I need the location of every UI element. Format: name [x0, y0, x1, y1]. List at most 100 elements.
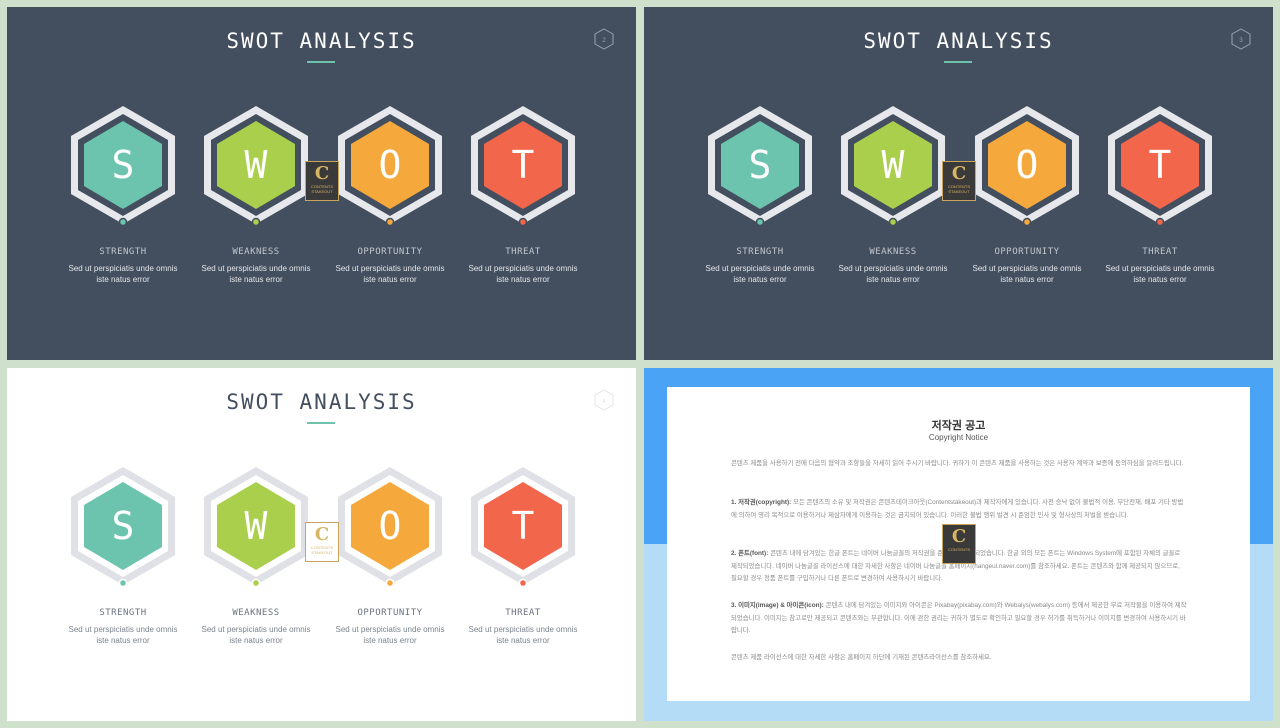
- swot-hexagon-weakness: W: [202, 104, 310, 226]
- description-line: iste natus error: [229, 636, 283, 645]
- swot-label: OPPORTUNITY: [357, 247, 423, 257]
- swot-label: STRENGTH: [736, 247, 784, 257]
- page-number: 2: [602, 38, 606, 44]
- slide-title: SWOT ANALYSIS: [226, 29, 417, 53]
- swot-description: Sed ut perspiciatis unde omnis iste natus…: [325, 624, 455, 646]
- page-number-badge: 2: [594, 28, 614, 50]
- swot-hexagon-opportunity: O: [336, 104, 444, 226]
- logo-text: CONTENTS: [311, 184, 333, 189]
- logo-letter: C: [314, 163, 330, 184]
- title-underline: [944, 61, 972, 63]
- paragraph-heading: 2. 폰트(font):: [731, 550, 769, 557]
- swot-description: Sed ut perspiciatis unde omnis iste natus…: [191, 624, 321, 646]
- swot-hexagon-threat: T: [1106, 104, 1214, 226]
- description-line: Sed ut perspiciatis unde omnis: [468, 625, 578, 634]
- swot-hexagon-opportunity: O: [973, 104, 1081, 226]
- swot-hexagon-strength: S: [69, 104, 177, 226]
- swot-letter: S: [111, 143, 135, 187]
- paragraph-heading: 1. 저작권(copyright):: [731, 499, 792, 506]
- description-line: Sed ut perspiciatis unde omnis: [838, 264, 948, 273]
- swot-letter: O: [378, 504, 402, 548]
- swot-label: WEAKNESS: [869, 247, 917, 257]
- description-line: iste natus error: [1000, 275, 1054, 284]
- description-line: Sed ut perspiciatis unde omnis: [1105, 264, 1215, 273]
- description-line: iste natus error: [496, 636, 550, 645]
- paragraph-heading: 3. 이미지(image) & 아이콘(icon):: [731, 602, 824, 609]
- swot-description: Sed ut perspiciatis unde omnis iste natus…: [962, 263, 1092, 285]
- swot-label: THREAT: [1142, 247, 1178, 257]
- paragraph-body: 콘텐츠 내에 담겨있는 이미지와 아이콘은 Pixabay(pixabay.co…: [731, 602, 1187, 634]
- swot-label: WEAKNESS: [232, 247, 280, 257]
- swot-label: STRENGTH: [99, 247, 147, 257]
- swot-hexagon-threat: T: [469, 104, 577, 226]
- notice-title: 저작권 공고: [931, 420, 986, 432]
- notice-intro: 콘텐츠 제품을 사용하기 전에 다음의 협약과 조항들을 자세히 읽어 주시기 …: [731, 460, 1184, 467]
- contents-logo: C CONTENTS: [942, 524, 976, 564]
- logo-text: CONTENTS: [948, 547, 970, 552]
- logo-text: CONTENTS: [948, 184, 970, 189]
- description-line: Sed ut perspiciatis unde omnis: [705, 264, 815, 273]
- description-line: iste natus error: [866, 275, 920, 284]
- slide-title: SWOT ANALYSIS: [226, 390, 417, 414]
- page-number-badge: 3: [1231, 28, 1251, 50]
- logo-text: STAKEOUT: [311, 550, 333, 555]
- description-line: Sed ut perspiciatis unde omnis: [68, 625, 178, 634]
- swot-hexagon-weakness: W: [202, 465, 310, 587]
- swot-letter: W: [244, 504, 268, 548]
- swot-hexagon-threat: T: [469, 465, 577, 587]
- swot-letter: T: [1148, 143, 1172, 187]
- swot-label: OPPORTUNITY: [357, 608, 423, 618]
- description-line: iste natus error: [363, 636, 417, 645]
- description-line: iste natus error: [1133, 275, 1187, 284]
- description-line: iste natus error: [496, 275, 550, 284]
- swot-description: Sed ut perspiciatis unde omnis iste natus…: [1095, 263, 1225, 285]
- swot-letter: S: [111, 504, 135, 548]
- swot-letter: O: [1015, 143, 1039, 187]
- description-line: Sed ut perspiciatis unde omnis: [335, 625, 445, 634]
- page-number-badge: 4: [594, 389, 614, 411]
- logo-letter: C: [951, 163, 967, 184]
- swot-description: Sed ut perspiciatis unde omnis iste natus…: [191, 263, 321, 285]
- swot-letter: W: [881, 143, 905, 187]
- swot-description: Sed ut perspiciatis unde omnis iste natus…: [828, 263, 958, 285]
- swot-letter: T: [511, 143, 535, 187]
- paragraph-body: 모든 콘텐츠의 소유 및 저작권은 콘텐츠테이크아웃(Contentstakeo…: [731, 499, 1184, 519]
- swot-hexagon-weakness: W: [839, 104, 947, 226]
- swot-label: WEAKNESS: [232, 608, 280, 618]
- description-line: Sed ut perspiciatis unde omnis: [68, 264, 178, 273]
- swot-label: THREAT: [505, 608, 541, 618]
- swot-description: Sed ut perspiciatis unde omnis iste natus…: [58, 263, 188, 285]
- logo-text: STAKEOUT: [311, 189, 333, 194]
- slide-copyright-notice: 저작권 공고 Copyright Notice 콘텐츠 제품을 사용하기 전에 …: [644, 368, 1273, 721]
- description-line: iste natus error: [229, 275, 283, 284]
- description-line: Sed ut perspiciatis unde omnis: [201, 625, 311, 634]
- logo-text: STAKEOUT: [948, 189, 970, 194]
- description-line: iste natus error: [96, 636, 150, 645]
- swot-description: Sed ut perspiciatis unde omnis iste natus…: [458, 263, 588, 285]
- description-line: Sed ut perspiciatis unde omnis: [972, 264, 1082, 273]
- description-line: Sed ut perspiciatis unde omnis: [201, 264, 311, 273]
- page-number: 4: [602, 399, 606, 405]
- notice-subtitle: Copyright Notice: [928, 433, 989, 442]
- logo-letter: C: [314, 524, 330, 545]
- description-line: Sed ut perspiciatis unde omnis: [335, 264, 445, 273]
- swot-description: Sed ut perspiciatis unde omnis iste natus…: [458, 624, 588, 646]
- title-underline: [307, 61, 335, 63]
- notice-outro: 콘텐츠 제품 라이선스에 대한 자세한 사항은 홈페이지 하단에 기재된 콘텐츠…: [731, 654, 992, 661]
- description-line: iste natus error: [733, 275, 787, 284]
- swot-label: OPPORTUNITY: [994, 247, 1060, 257]
- swot-hexagon-strength: S: [706, 104, 814, 226]
- description-line: Sed ut perspiciatis unde omnis: [468, 264, 578, 273]
- description-line: iste natus error: [96, 275, 150, 284]
- swot-letter: T: [511, 504, 535, 548]
- logo-text: CONTENTS: [311, 545, 333, 550]
- page-number: 3: [1239, 38, 1243, 44]
- swot-letter: O: [378, 143, 402, 187]
- notice-paragraph-image: 3. 이미지(image) & 아이콘(icon): 콘텐츠 내에 담겨있는 이…: [731, 600, 1187, 638]
